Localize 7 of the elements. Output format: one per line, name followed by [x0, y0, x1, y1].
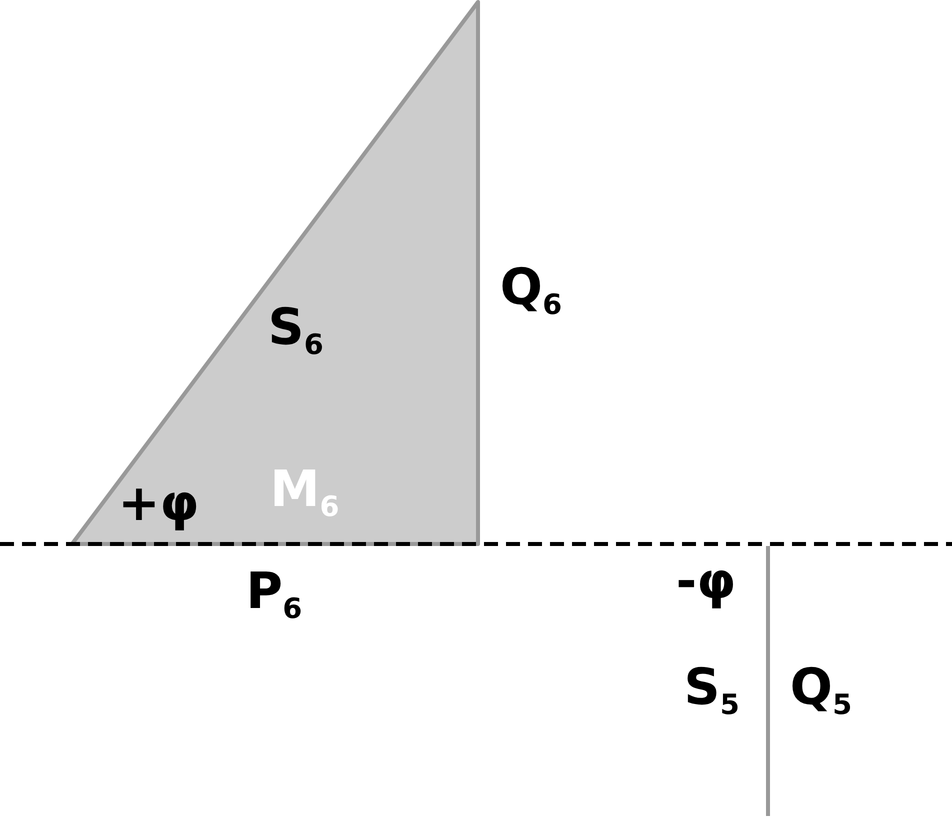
- angle-label: +φ: [118, 478, 200, 528]
- side-label: S$_{6}$: [268, 302, 324, 359]
- side-label: S$_{5}$: [684, 662, 740, 719]
- side-label: P$_{6}$: [246, 566, 302, 623]
- angle-label: -φ: [676, 556, 736, 606]
- side-label: Q$_{6}$: [500, 262, 562, 319]
- side-label: Q$_{5}$: [790, 662, 852, 719]
